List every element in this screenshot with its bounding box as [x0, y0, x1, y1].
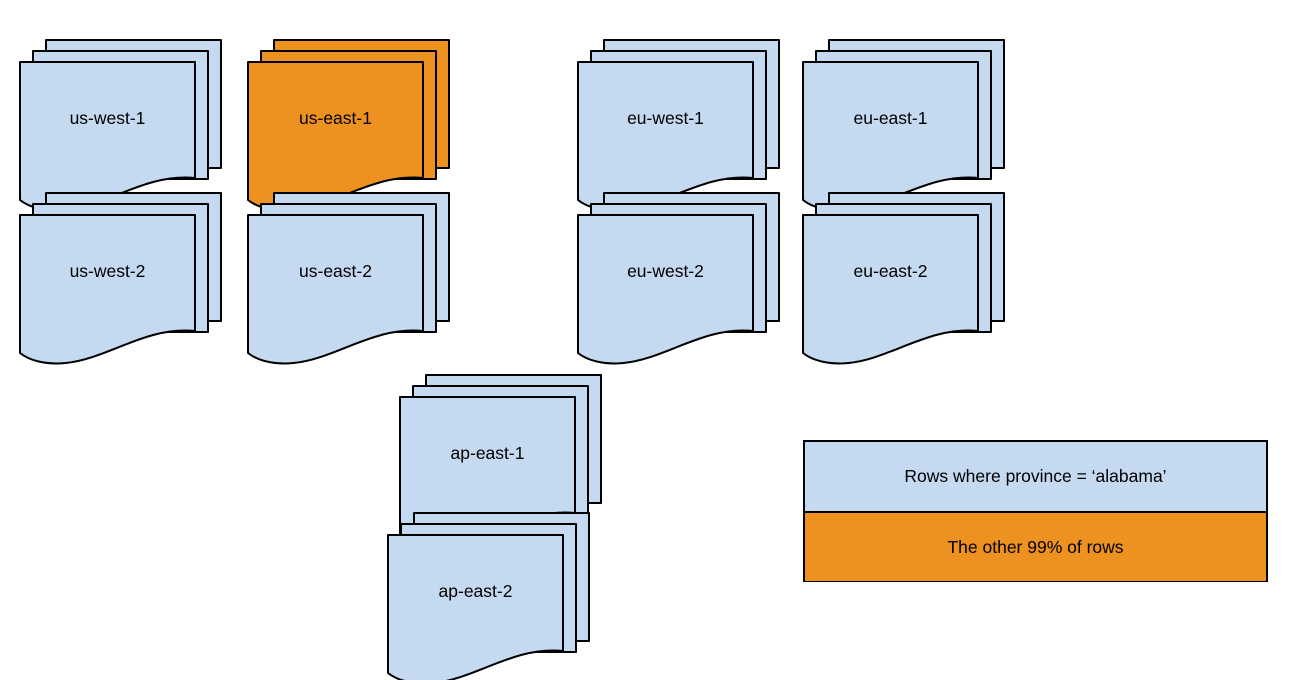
document-sheet-front: [247, 61, 424, 212]
legend-item-label: The other 99% of rows: [947, 536, 1124, 557]
document-sheet-front: [247, 214, 424, 365]
document-stack-us-west-1[interactable]: us-west-1: [19, 39, 230, 212]
document-stack-eu-west-1[interactable]: eu-west-1: [577, 39, 788, 212]
document-sheet-front: [387, 534, 564, 680]
document-stack-ap-east-2[interactable]: ap-east-2: [387, 512, 598, 680]
document-stack-ap-east-1[interactable]: ap-east-1: [399, 374, 610, 547]
document-sheet-front: [577, 61, 754, 212]
document-sheet-front: [577, 214, 754, 365]
document-stack-eu-east-1[interactable]: eu-east-1: [802, 39, 1013, 212]
document-sheet-front: [802, 61, 979, 212]
document-stack-eu-east-2[interactable]: eu-east-2: [802, 192, 1013, 365]
legend: Rows where province = ‘alabama’ The othe…: [803, 440, 1268, 582]
document-sheet-front: [19, 61, 196, 212]
document-stack-us-east-2[interactable]: us-east-2: [247, 192, 458, 365]
legend-item-other-rows: The other 99% of rows: [805, 513, 1266, 581]
document-stack-us-west-2[interactable]: us-west-2: [19, 192, 230, 365]
document-sheet-front: [19, 214, 196, 365]
document-stack-us-east-1[interactable]: us-east-1: [247, 39, 458, 212]
legend-item-label: Rows where province = ‘alabama’: [904, 466, 1167, 486]
document-stack-eu-west-2[interactable]: eu-west-2: [577, 192, 788, 365]
legend-item-alabama-rows: Rows where province = ‘alabama’: [805, 442, 1266, 513]
document-sheet-front: [802, 214, 979, 365]
